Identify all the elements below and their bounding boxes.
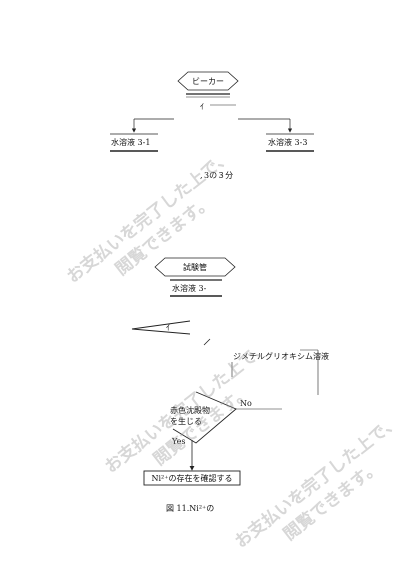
- right-box-label: 水溶液 3-3: [268, 137, 307, 147]
- beaker-node: [177, 71, 239, 91]
- wedge-mark: ｲ: [166, 323, 170, 332]
- note-label: 3の３分: [204, 171, 233, 180]
- decision-label-1: 赤色沈殿物: [170, 405, 210, 415]
- result-box: [143, 470, 241, 486]
- figure-caption: 図 11.Ni²⁺の: [166, 504, 215, 513]
- sample-box-label: 水溶液 3-: [172, 283, 207, 293]
- reagent-wedge: [131, 320, 191, 335]
- result-label: Ni²⁺の存在を確認する: [152, 473, 233, 483]
- yes-label: Yes: [171, 437, 185, 446]
- no-label: No: [240, 399, 252, 408]
- decision-diamond: [172, 391, 237, 444]
- left-box-label: 水溶液 3-1: [111, 137, 150, 147]
- tube-node: [154, 257, 236, 277]
- beaker-label: ビーカー: [192, 77, 224, 86]
- decision-label-2: を生じる: [170, 416, 202, 426]
- note-mark: ,: [200, 171, 203, 180]
- beaker-sub-mark: ｲ: [200, 102, 204, 111]
- wedge-tick: [203, 338, 211, 346]
- reagent-label: ジメチルグリオキシム溶液: [233, 351, 329, 361]
- tube-label: 試験管: [183, 262, 207, 272]
